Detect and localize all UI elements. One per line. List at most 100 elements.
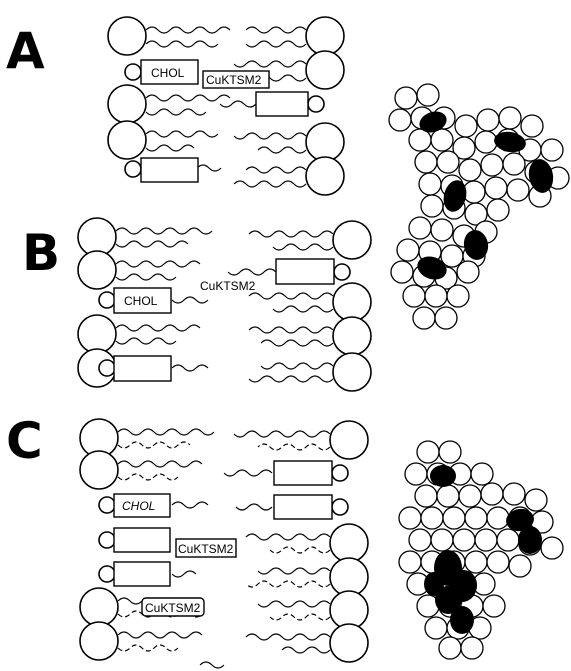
lipid-molecule <box>408 528 432 552</box>
lipid-molecule <box>460 636 484 660</box>
lipid-molecule <box>398 550 422 574</box>
lipid-tail <box>245 26 307 34</box>
lipid-tail <box>117 473 179 481</box>
chol-head <box>331 498 349 516</box>
cuktsm-label: CuKTSM2 <box>206 73 262 87</box>
lipid-tail <box>235 503 273 511</box>
cuktsm-box <box>141 597 205 617</box>
lipid-molecule <box>540 138 564 162</box>
cholesterol-box <box>275 258 335 285</box>
lipid-tail <box>248 326 334 334</box>
panel-label-a: A <box>6 22 45 80</box>
chol-head <box>307 95 325 113</box>
lipid-molecule <box>412 306 436 330</box>
lipid-molecule <box>496 528 520 552</box>
lipid-molecule <box>480 482 504 506</box>
lipid-tail <box>248 375 334 383</box>
lipid-molecule <box>424 284 448 308</box>
lipid-molecule <box>470 462 494 486</box>
lipid-tail <box>245 533 331 541</box>
lipid-molecule <box>454 114 478 138</box>
lipid-molecule <box>520 114 544 138</box>
lipid-tail <box>233 180 307 188</box>
lipid-head <box>332 352 372 392</box>
cuktsm-molecule <box>494 131 526 153</box>
chol-head <box>124 63 142 81</box>
lipid-tail <box>260 339 334 347</box>
chol-head <box>98 359 116 377</box>
chol-label: CHOL <box>151 66 185 80</box>
lipid-molecule <box>502 482 526 506</box>
lipid-tail <box>233 60 307 68</box>
chol-head <box>124 160 142 178</box>
lipid-molecule <box>458 158 482 182</box>
cholesterol-box <box>113 355 172 382</box>
cuktsm-label: CuKTSM2 <box>178 542 234 556</box>
lipid-molecule <box>442 506 466 530</box>
lipid-molecule <box>456 260 480 284</box>
lipid-tail <box>227 268 277 276</box>
lipid-tail <box>171 296 209 304</box>
lipid-molecule <box>502 152 526 176</box>
lipid-molecule <box>464 506 488 530</box>
cuktsm-molecule <box>450 606 474 634</box>
lipid-tail <box>117 428 215 436</box>
lipid-head <box>77 314 117 354</box>
lipid-tail <box>115 273 177 281</box>
cuktsm-molecule <box>528 159 554 193</box>
cholesterol-box <box>113 561 171 587</box>
lipid-tail <box>233 430 331 438</box>
lipid-head <box>107 16 147 56</box>
chol-head <box>98 291 116 309</box>
lipid-tail <box>245 166 307 174</box>
lipid-molecule <box>486 550 510 574</box>
lipid-tail <box>260 362 334 370</box>
lipid-tail <box>145 130 219 138</box>
lipid-molecule <box>430 218 454 242</box>
lipid-head <box>107 120 147 160</box>
cuktsm-molecule <box>443 180 467 212</box>
lipid-molecule <box>458 484 482 508</box>
lipid-molecule <box>438 636 462 660</box>
lipid-tail <box>115 324 201 332</box>
cuktsm-molecule <box>430 465 456 487</box>
cholesterol-box <box>113 527 171 553</box>
chol-head <box>98 531 116 549</box>
lipid-molecule <box>476 108 500 132</box>
cholesterol-box <box>140 59 199 85</box>
cuktsm-box <box>175 538 237 558</box>
lipid-tail <box>219 100 257 108</box>
cuktsm-molecule <box>419 111 447 133</box>
lipid-molecule <box>474 130 498 154</box>
chol-head <box>98 496 116 514</box>
lipid-molecule <box>416 440 440 464</box>
lipid-molecule <box>438 440 462 464</box>
cuktsm-molecule <box>518 526 542 554</box>
lipid-tail <box>257 567 331 575</box>
cuktsm-molecule <box>424 572 444 596</box>
lipid-molecule <box>482 594 506 618</box>
lipid-tail <box>117 631 203 639</box>
lipid-head <box>329 420 369 460</box>
lipid-tail <box>145 108 207 116</box>
lipid-tail <box>245 633 331 641</box>
lipid-head <box>332 316 372 356</box>
lipid-tail <box>145 94 231 102</box>
lipid-molecule <box>414 484 438 508</box>
lipid-head <box>305 156 345 196</box>
lipid-molecule <box>464 202 488 226</box>
lipid-molecule <box>480 153 504 177</box>
lipid-tail <box>281 646 331 654</box>
lipid-tail <box>115 227 213 235</box>
panel-label-c: C <box>6 412 43 470</box>
lipid-tail <box>257 600 331 608</box>
cuktsm-label: CuKTSM2 <box>200 279 256 293</box>
cuktsm-molecule <box>506 508 534 532</box>
bilayer-c: CHOL CuKTSM2 CuKTSM2 <box>79 418 369 669</box>
lipid-molecule <box>430 128 454 152</box>
lipid-tail <box>245 580 331 588</box>
lipid-head <box>329 523 369 563</box>
lipid-head <box>77 250 117 290</box>
panel-a: A <box>6 16 570 330</box>
lipid-tail <box>272 305 334 313</box>
